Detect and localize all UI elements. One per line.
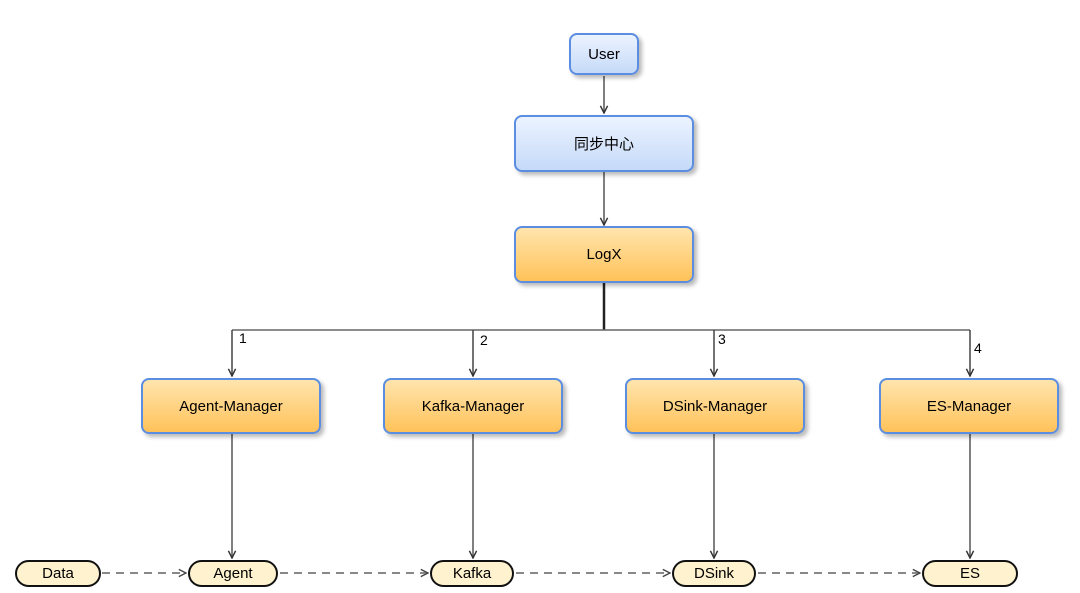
pipeline-dsink-label: DSink	[693, 565, 734, 582]
node-es-manager[interactable]: ES-Manager	[879, 378, 1059, 434]
node-logx[interactable]: LogX	[514, 226, 694, 283]
node-logx-label: LogX	[586, 246, 622, 263]
node-es-manager-label: ES-Manager	[926, 397, 1012, 415]
node-sync-center[interactable]: 同步中心	[514, 115, 694, 172]
edge-label-3: 3	[718, 331, 726, 347]
node-user[interactable]: User	[569, 33, 639, 75]
pipeline-agent-label: Agent	[213, 565, 253, 582]
node-user-label: User	[588, 45, 620, 63]
pipeline-agent[interactable]: Agent	[188, 560, 278, 587]
edge-label-2: 2	[480, 332, 488, 348]
pipeline-kafka[interactable]: Kafka	[430, 560, 514, 587]
pipeline-data[interactable]: Data	[15, 560, 101, 587]
node-sync-center-label: 同步中心	[573, 136, 634, 153]
pipeline-kafka-label: Kafka	[452, 565, 492, 582]
node-kafka-manager[interactable]: Kafka-Manager	[383, 378, 563, 434]
node-dsink-manager[interactable]: DSink-Manager	[625, 378, 805, 434]
pipeline-es[interactable]: ES	[922, 560, 1018, 587]
pipeline-es-label: ES	[959, 565, 980, 582]
node-agent-manager[interactable]: Agent-Manager	[141, 378, 321, 434]
edge-label-1: 1	[239, 330, 247, 346]
edge-label-4: 4	[974, 340, 982, 356]
pipeline-dsink[interactable]: DSink	[672, 560, 756, 587]
node-agent-manager-label: Agent-Manager	[179, 397, 283, 415]
node-dsink-manager-label: DSink-Manager	[662, 397, 768, 415]
pipeline-data-label: Data	[42, 565, 74, 582]
node-kafka-manager-label: Kafka-Manager	[421, 397, 525, 415]
